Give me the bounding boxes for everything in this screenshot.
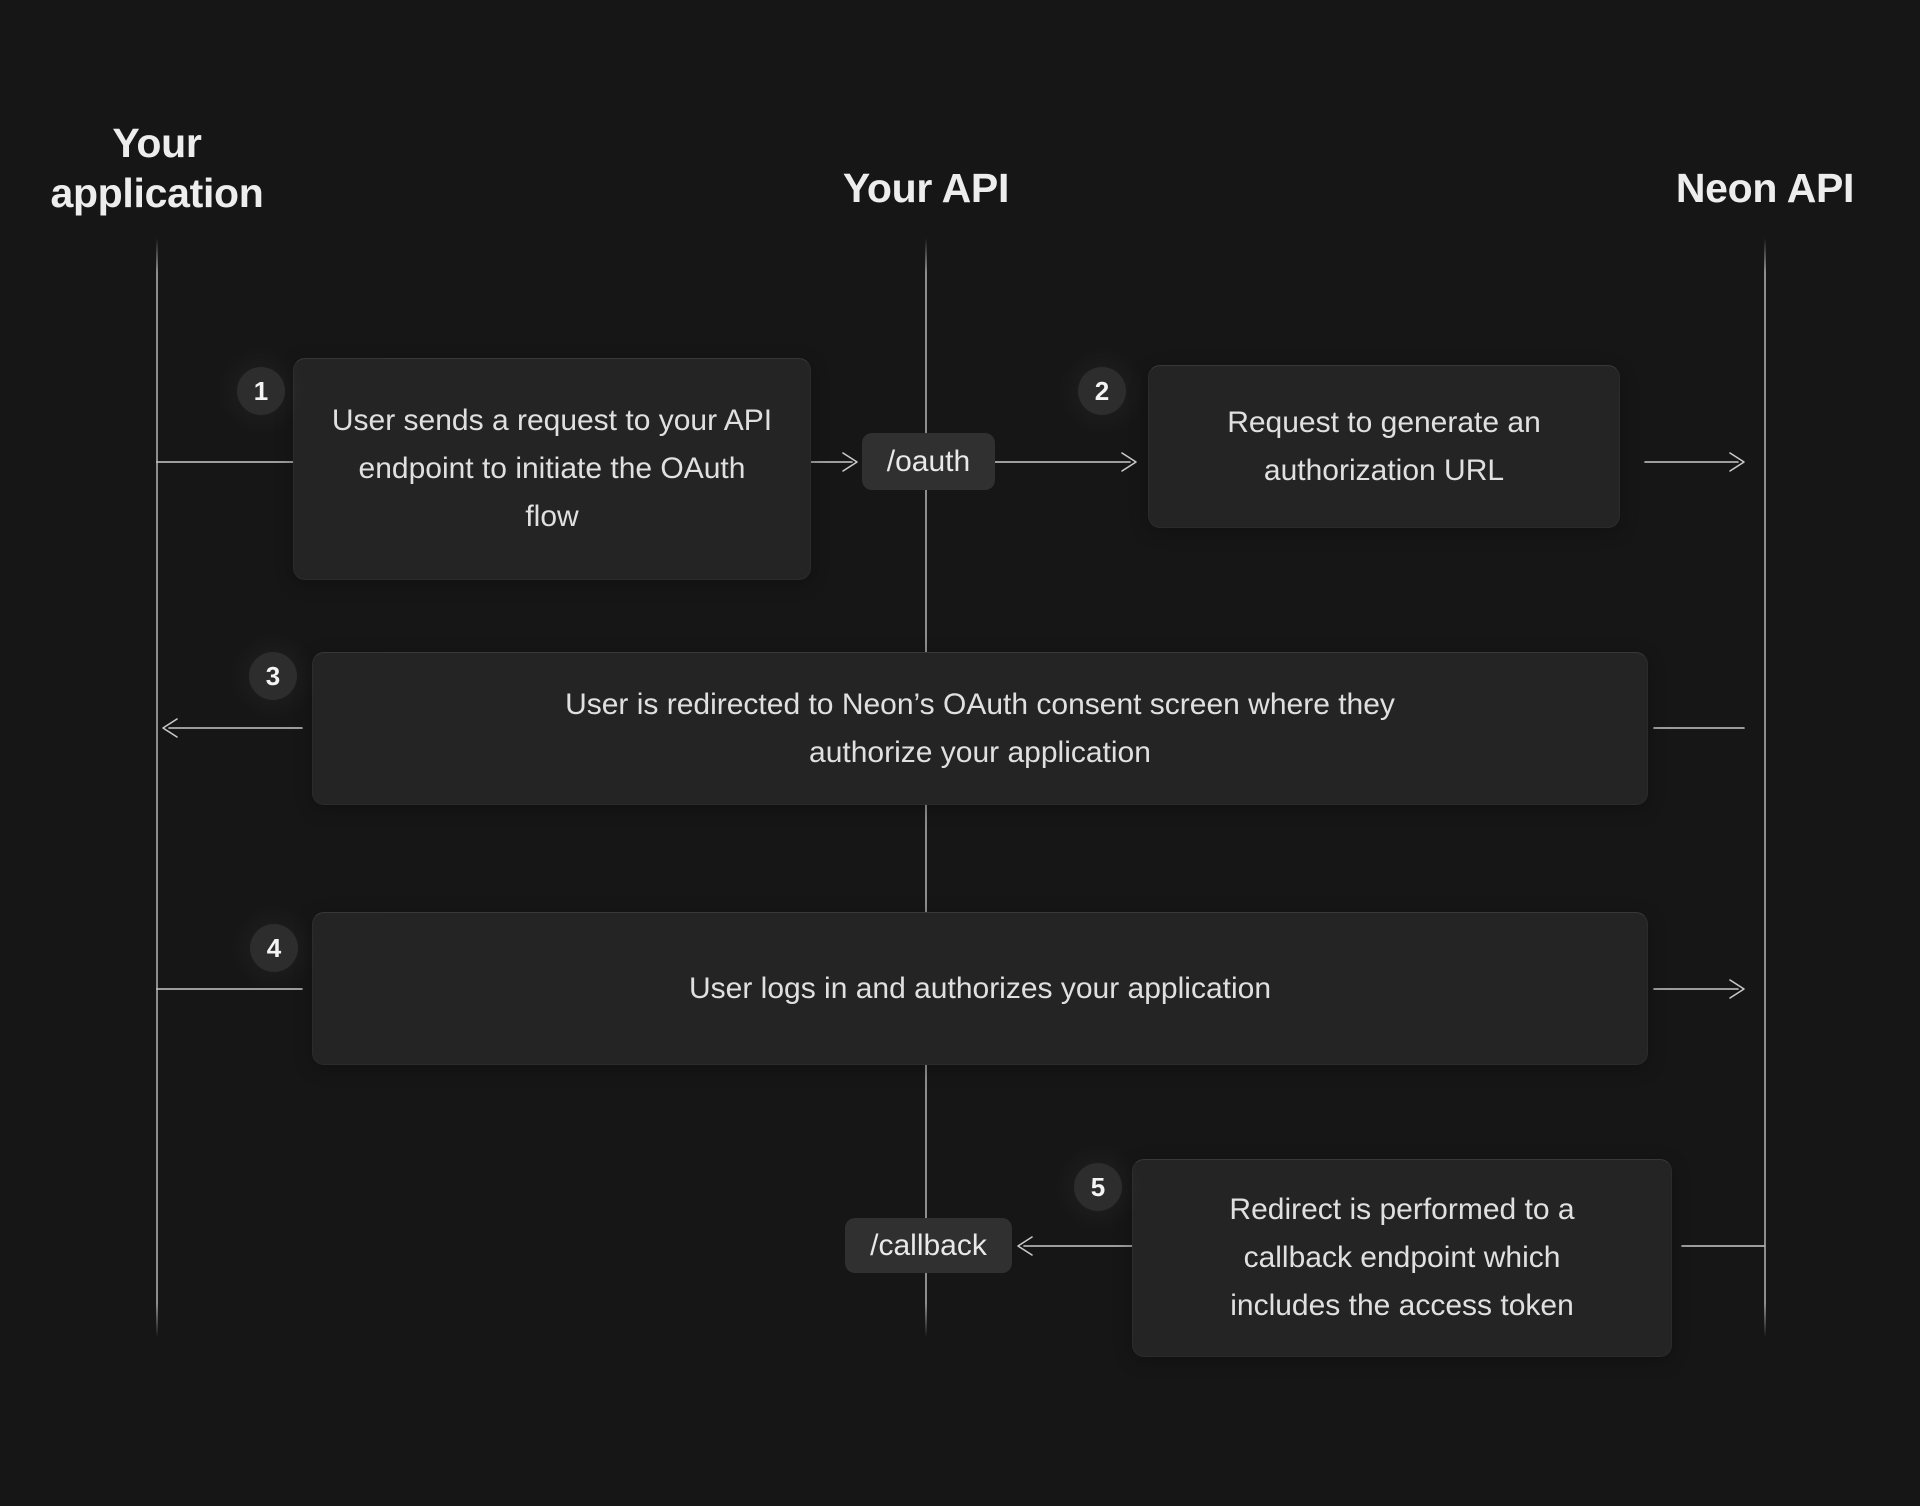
step-5-text: Redirect is performed to a callback endp… — [1229, 1193, 1575, 1322]
step-4-text: User logs in and authorizes your applica… — [689, 971, 1271, 1005]
step-2-box: Request to generate an authorization URL — [1148, 365, 1620, 528]
arrowhead-left-icon — [1017, 1236, 1033, 1256]
step-2-number-badge: 2 — [1078, 367, 1126, 415]
step-4-box: User logs in and authorizes your applica… — [312, 912, 1648, 1065]
step-2-text: Request to generate an authorization URL — [1227, 405, 1541, 487]
arrowhead-left-icon — [162, 718, 178, 738]
step-1-text: User sends a request to your API endpoin… — [331, 404, 773, 533]
lane-label-neon-api: Neon API — [1675, 165, 1855, 211]
callback-endpoint-pill: /callback — [845, 1218, 1012, 1273]
arrowhead-right-icon — [842, 452, 858, 472]
step-5-number-badge: 5 — [1074, 1163, 1122, 1211]
lane-label-your-application: Your application — [50, 120, 264, 217]
step-3-text: User is redirected to Neon’s OAuth conse… — [565, 687, 1395, 769]
arrowhead-right-icon — [1729, 452, 1745, 472]
lane-label-your-api: Your API — [842, 165, 1010, 211]
lifeline-your-application — [156, 238, 158, 1337]
step-1-box: User sends a request to your API endpoin… — [293, 358, 811, 580]
arrowhead-right-icon — [1729, 979, 1745, 999]
lifeline-neon-api — [1764, 238, 1766, 1337]
step-5-box: Redirect is performed to a callback endp… — [1132, 1159, 1672, 1357]
step-4-number-badge: 4 — [250, 924, 298, 972]
step-3-box: User is redirected to Neon’s OAuth conse… — [312, 652, 1648, 805]
oauth-endpoint-pill: /oauth — [862, 433, 995, 490]
step-3-number-badge: 3 — [249, 652, 297, 700]
step-1-number-badge: 1 — [237, 367, 285, 415]
arrowhead-right-icon — [1121, 452, 1137, 472]
